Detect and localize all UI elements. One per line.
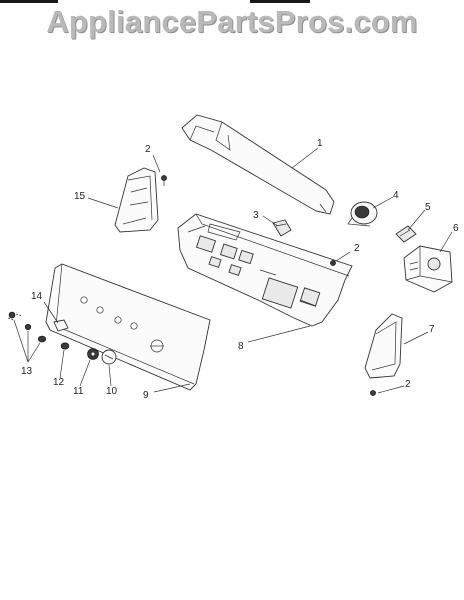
callout-8: 8 xyxy=(238,341,244,352)
part-2-screw-upper xyxy=(161,175,167,186)
part-5-switch xyxy=(395,225,417,243)
part-11-knob xyxy=(87,348,99,360)
callout-13: 13 xyxy=(21,366,33,377)
callout-9: 9 xyxy=(143,390,149,401)
callout-2-upper: 2 xyxy=(145,144,151,155)
part-9-control-panel xyxy=(45,263,211,391)
top-rule-right xyxy=(250,0,310,3)
callout-7: 7 xyxy=(429,324,435,335)
part-7-end-cap xyxy=(364,313,403,379)
part-12-button xyxy=(60,342,70,350)
callout-3: 3 xyxy=(253,210,259,221)
callout-15: 15 xyxy=(74,191,86,202)
part-2-screw-lower xyxy=(370,390,376,396)
callout-14: 14 xyxy=(31,291,43,302)
part-10-knob xyxy=(101,349,117,365)
callout-4: 4 xyxy=(393,190,399,201)
top-rule-left xyxy=(0,0,58,3)
callout-1: 1 xyxy=(317,138,323,149)
callout-2-middle: 2 xyxy=(354,243,360,254)
part-6-timer xyxy=(403,245,453,293)
leader-lines xyxy=(13,147,453,394)
callout-labels: 1 2 3 4 5 6 2 7 2 8 9 10 11 12 13 14 15 xyxy=(21,138,459,401)
part-4-selector xyxy=(347,201,378,227)
part-15-end-cap xyxy=(114,167,159,233)
watermark-logo: AppliancePartsPros.com xyxy=(46,4,418,39)
part-1-top-cover xyxy=(181,114,335,215)
callout-6: 6 xyxy=(453,223,459,234)
part-2-screw-middle xyxy=(330,260,336,266)
callout-12: 12 xyxy=(53,377,65,388)
part-3-switch xyxy=(272,219,292,237)
part-13-buttons xyxy=(7,311,47,343)
callout-10: 10 xyxy=(106,386,118,397)
part-8-console-frame xyxy=(177,213,353,327)
callout-11: 11 xyxy=(73,386,84,397)
callout-2-lower: 2 xyxy=(405,379,411,390)
callout-5: 5 xyxy=(425,202,431,213)
